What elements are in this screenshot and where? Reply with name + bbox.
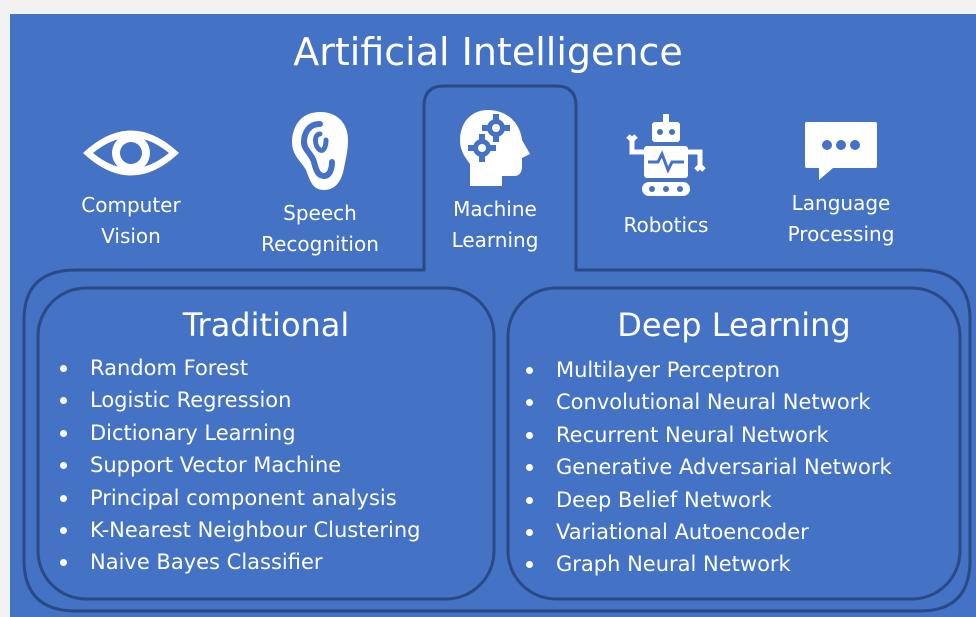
list-item: Dictionary Learning <box>54 417 421 449</box>
list-item: Multilayer Perceptron <box>520 354 892 386</box>
category-label: Computer Vision <box>81 193 181 248</box>
list-item: Deep Belief Network <box>520 484 892 516</box>
eye-icon <box>83 130 179 176</box>
deep-learning-list: Multilayer Perceptron Convolutional Neur… <box>520 354 892 581</box>
speech-bubble-icon <box>805 122 877 180</box>
brain-gears-icon <box>460 110 530 186</box>
diagram-title: Artificial Intelligence <box>293 30 683 74</box>
category-robotics: Robotics <box>581 114 751 241</box>
category-label: Robotics <box>623 213 709 237</box>
list-item: Naive Bayes Classifier <box>54 546 421 578</box>
robot-icon <box>626 114 706 196</box>
list-item: Graph Neural Network <box>520 548 892 580</box>
deep-learning-title: Deep Learning <box>617 306 851 344</box>
category-speech-recognition: Speech Recognition <box>235 110 405 260</box>
list-item: Support Vector Machine <box>54 449 421 481</box>
category-computer-vision: Computer Vision <box>46 122 216 252</box>
list-item: Principal component analysis <box>54 482 421 514</box>
category-language-processing: Language Processing <box>756 120 926 250</box>
category-label: Speech Recognition <box>261 201 379 256</box>
category-machine-learning: Machine Learning <box>410 108 580 256</box>
list-item: K-Nearest Neighbour Clustering <box>54 514 421 546</box>
ear-icon <box>292 112 348 190</box>
list-item: Convolutional Neural Network <box>520 386 892 418</box>
category-label: Machine Learning <box>451 197 539 252</box>
traditional-list: Random Forest Logistic Regression Dictio… <box>54 352 421 579</box>
list-item: Generative Adversarial Network <box>520 451 892 483</box>
category-label: Language Processing <box>787 191 895 246</box>
list-item: Logistic Regression <box>54 384 421 416</box>
list-item: Recurrent Neural Network <box>520 419 892 451</box>
list-item: Random Forest <box>54 352 421 384</box>
traditional-title: Traditional <box>182 306 350 344</box>
list-item: Variational Autoencoder <box>520 516 892 548</box>
